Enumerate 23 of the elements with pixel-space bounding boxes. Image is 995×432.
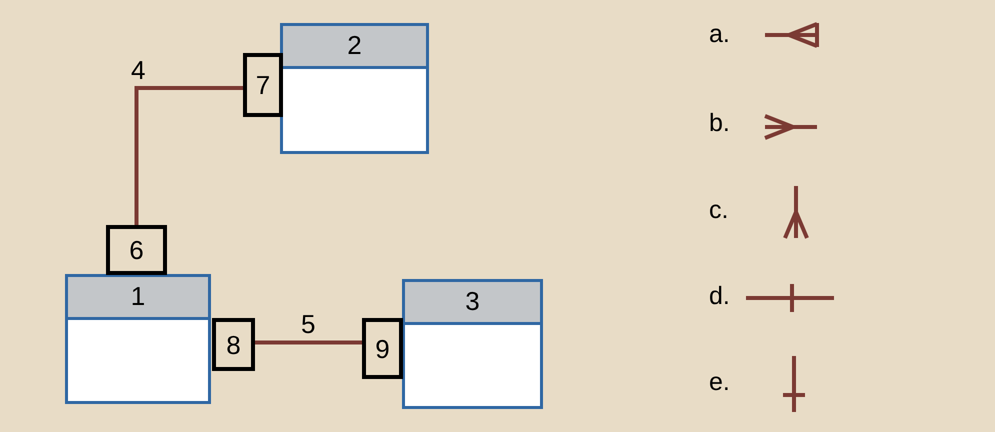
legend-label: d. (709, 281, 730, 311)
callout-box (106, 225, 167, 275)
entity-table (280, 23, 429, 154)
relationship-line (255, 340, 362, 344)
legend-label: c. (709, 195, 728, 225)
callout-number: 8 (226, 330, 241, 360)
callout-number: 6 (129, 235, 144, 265)
entity-number: 1 (130, 281, 146, 311)
edge-label: 4 (131, 55, 146, 85)
callout-number: 7 (256, 70, 270, 100)
entity-table (65, 274, 211, 404)
entity-number: 3 (464, 286, 481, 316)
legend-label: b. (709, 108, 730, 138)
edge-label: 5 (301, 309, 316, 339)
callout-box (362, 318, 403, 379)
callout-box (212, 318, 255, 371)
relationship-line (134, 86, 243, 225)
entity-table (402, 279, 543, 409)
legend-label: e. (709, 367, 730, 397)
legend-label: a. (709, 19, 730, 49)
callout-number: 9 (375, 334, 390, 364)
callout-box (243, 53, 283, 117)
entity-number: 2 (346, 30, 363, 60)
